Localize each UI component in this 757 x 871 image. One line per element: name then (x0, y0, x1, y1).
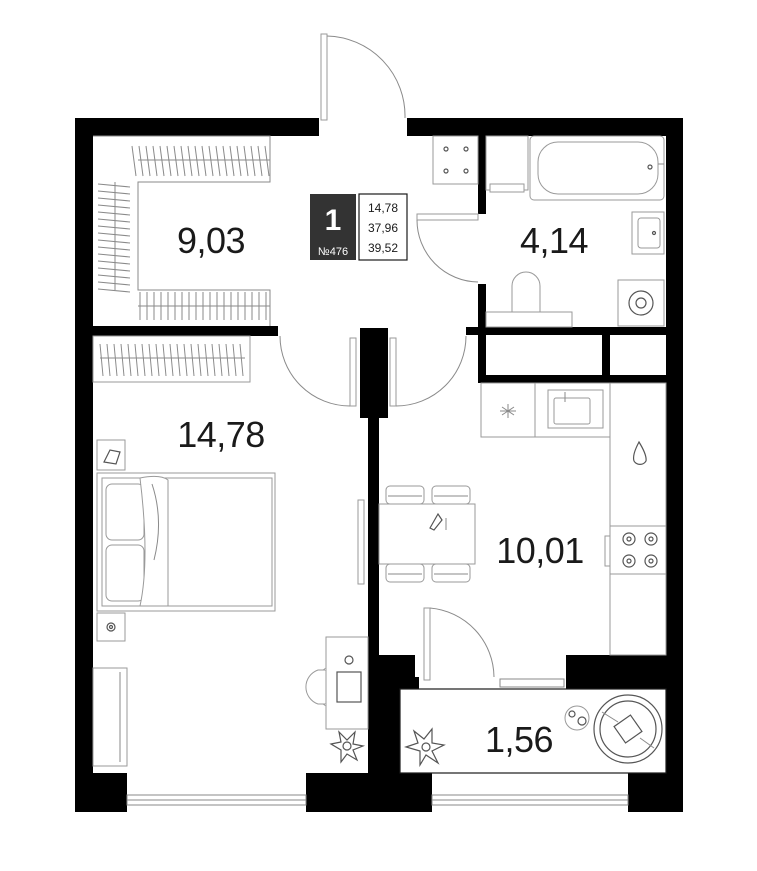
balcony-plant (403, 727, 446, 768)
washing-machine (617, 279, 665, 327)
room-labels: 9,03 14,78 4,14 10,01 1,56 (177, 220, 589, 760)
apartment-number: №476 (318, 246, 348, 258)
bathroom-door (416, 213, 479, 283)
chair (431, 563, 471, 583)
bathroom (485, 135, 665, 328)
dresser (92, 667, 128, 767)
walls (75, 118, 683, 812)
doors (279, 33, 495, 681)
chair (385, 485, 425, 505)
room-area-kitchen: 10,01 (496, 530, 584, 571)
dining-table (378, 485, 476, 583)
rooms-count: 1 (325, 204, 342, 237)
area-total: 39,52 (368, 241, 398, 255)
wall-mirror (357, 499, 365, 585)
round-chair (593, 694, 663, 764)
kitchen-sink (547, 389, 604, 429)
desk (305, 636, 369, 730)
kitchen (378, 382, 667, 656)
nightstand-top (96, 439, 126, 471)
windows (126, 678, 629, 806)
bedroom-door (279, 335, 357, 407)
hallway-cooktop-cabinet (432, 135, 479, 185)
area-living: 14,78 (368, 201, 398, 215)
room-area-balcony: 1,56 (485, 719, 553, 760)
double-bed (96, 472, 276, 612)
bathroom-sink (631, 211, 665, 255)
plant (329, 730, 366, 764)
apartment-badge: 1 №476 14,78 37,96 39,52 (310, 193, 408, 261)
toilet (485, 271, 573, 328)
room-area-bedroom: 14,78 (177, 414, 265, 455)
balcony (399, 688, 667, 774)
cooktop (604, 525, 667, 575)
room-area-bathroom: 4,14 (520, 220, 588, 261)
chair (385, 563, 425, 583)
bedroom (92, 335, 369, 767)
entrance-door (320, 33, 406, 121)
balcony-door (423, 607, 495, 681)
area-total-living: 37,96 (368, 221, 398, 235)
chair (431, 485, 471, 505)
kitchen-door (389, 335, 467, 407)
water-drop-icon (632, 440, 647, 465)
room-area-wardrobe: 9,03 (177, 220, 245, 261)
wardrobe-room (93, 135, 271, 326)
side-table (564, 705, 590, 731)
nightstand-bottom (96, 612, 126, 642)
hangers (99, 343, 244, 377)
hangers (97, 145, 270, 320)
bathtub (529, 135, 665, 201)
